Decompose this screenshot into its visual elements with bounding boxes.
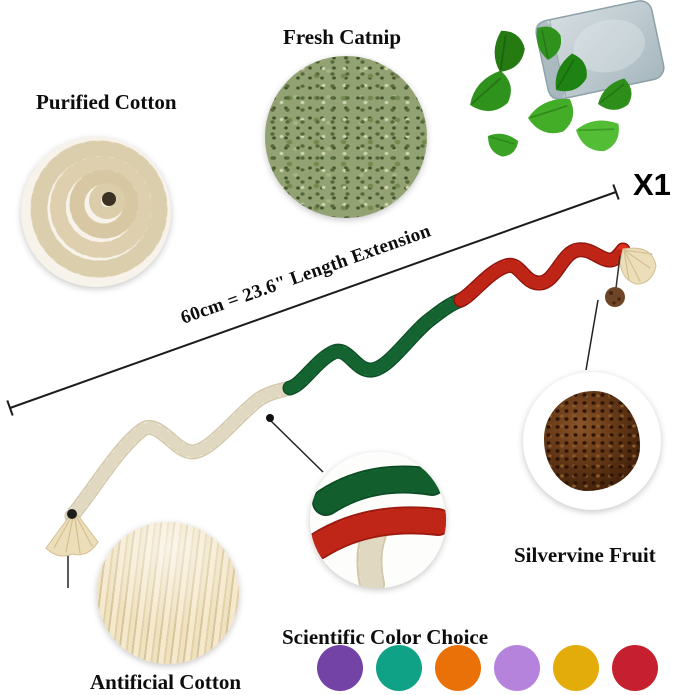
silvervine-ball-icon (605, 255, 625, 307)
rope-green-section (282, 292, 469, 396)
rope-coil-icon (21, 137, 171, 287)
rope-red-section (453, 242, 631, 308)
silvervine-fruit-icon (543, 391, 641, 491)
color-swatch-red (612, 645, 658, 691)
color-swatch-orange (435, 645, 481, 691)
catnip-leaves-icon (470, 26, 632, 157)
color-swatch-lilac (494, 645, 540, 691)
purified-cotton-photo (21, 137, 171, 287)
color-swatch-teal (376, 645, 422, 691)
rope-closeup-icon (310, 452, 446, 588)
color-swatch-purple (317, 645, 363, 691)
fresh-catnip-label: Fresh Catnip (283, 25, 402, 49)
color-swatch-row (317, 645, 658, 691)
scientific-color-photo (310, 452, 446, 588)
artificial-cotton-label: Antificial Cotton (90, 670, 242, 694)
rope-white-section (64, 380, 298, 524)
artificial-cotton-photo (97, 522, 239, 664)
silvervine-fruit-label: Silvervine Fruit (514, 543, 656, 567)
silvervine-fruit-photo (523, 372, 661, 510)
fresh-catnip-photo (265, 56, 427, 218)
rope-tassel-right (619, 247, 657, 285)
quantity-label: X1 (633, 167, 671, 202)
color-swatch-gold (553, 645, 599, 691)
catnip-pouch-icon (535, 0, 665, 100)
rope-tassel-left (45, 509, 99, 557)
purified-cotton-label: Purified Cotton (36, 90, 177, 114)
